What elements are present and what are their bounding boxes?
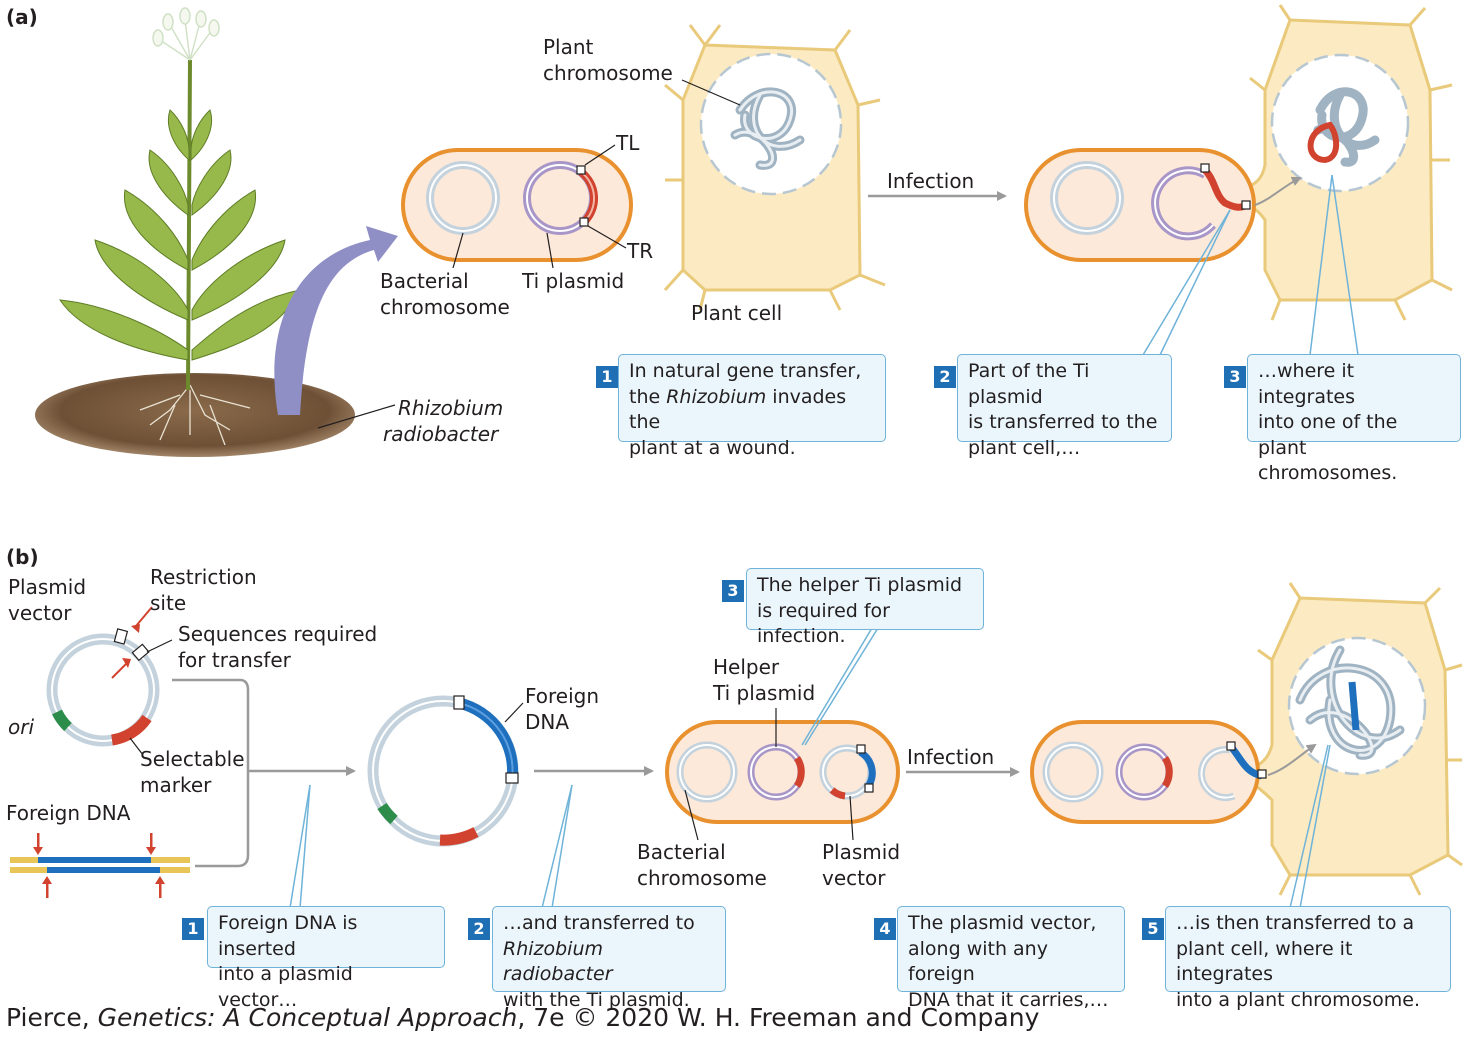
infection-label-a: Infection: [887, 169, 975, 193]
helper-ti-label-line1: Helper: [713, 655, 780, 679]
callout-a2: Part of the Ti plasmid is transferred to…: [957, 354, 1172, 459]
callout-b4-line1: The plasmid vector,: [908, 912, 1097, 934]
callout-b4: The plasmid vector, along with any forei…: [897, 906, 1125, 1011]
callout-b1-line2: into a plasmid vector…: [218, 963, 353, 1011]
bacterial-chromosome-label-a-line1: Bacterial: [380, 269, 469, 293]
sequences-required-label-line2: for transfer: [178, 648, 291, 672]
rhizobium-label-line1: Rhizobium: [398, 396, 504, 420]
callout-a2-line3: plant cell,…: [968, 436, 1081, 459]
sequences-required-label-line1: Sequences required: [178, 622, 378, 646]
callout-a2-line1: Part of the Ti plasmid: [968, 360, 1090, 408]
callout-b5: …is then transferred to a plant cell, wh…: [1165, 906, 1451, 1011]
callout-b5-line3: into a plant chromosome.: [1176, 988, 1421, 1011]
callout-a2-line2: is transferred to the: [968, 411, 1158, 433]
panel-a-label: (a): [6, 5, 38, 29]
plasmid-vector-b-label-line1: Plasmid: [822, 840, 901, 864]
bacterium-b: [665, 708, 900, 841]
callout-b4-line2: along with any foreign: [908, 937, 1048, 986]
plasmid-vector-b-label-line2: vector: [822, 866, 886, 890]
callout-leaders-a: [1142, 174, 1359, 356]
foreign-dna-label-mid-line2: DNA: [525, 710, 570, 734]
recombinant-plasmid: [367, 695, 524, 847]
bacterium-a: [401, 144, 633, 269]
infection-label-b: Infection: [907, 745, 995, 769]
panel-b-label: (b): [6, 545, 39, 569]
callout-b5-line1: …is then transferred to a: [1176, 912, 1415, 934]
callout-a1-line2: the Rhizobium invades the: [629, 385, 847, 434]
plant-chromosome-label-line2: chromosome: [543, 61, 673, 85]
callout-b2-line1: …and transferred to: [503, 912, 695, 934]
step-badge-b2: 2: [468, 918, 490, 940]
bacterial-chromosome-label-b-line2: chromosome: [637, 866, 767, 890]
callout-b2-line3: with the Ti plasmid.: [503, 988, 690, 1011]
callout-b5-line2: plant cell, where it integrates: [1176, 937, 1353, 986]
callout-b4-line3: DNA that it carries,…: [908, 988, 1109, 1011]
step-badge-a2: 2: [934, 366, 956, 388]
callout-a1-line3: plant at a wound.: [629, 436, 796, 459]
foreign-dna-label-left: Foreign DNA: [6, 801, 131, 825]
step-badge-a1: 1: [596, 366, 618, 388]
selectable-marker-label-line1: Selectable: [140, 747, 245, 771]
callout-b3-line1: The helper Ti plasmid: [757, 574, 963, 596]
plasmid-vector-label-line2: vector: [8, 601, 72, 625]
ti-plasmid-label: Ti plasmid: [522, 269, 625, 293]
selectable-marker-label-line2: marker: [140, 773, 212, 797]
restriction-site-label-line2: site: [150, 591, 187, 615]
step-badge-b1: 1: [182, 918, 204, 940]
callout-a3-line1: …where it integrates: [1258, 360, 1356, 408]
rhizobium-label-line2: radiobacter: [383, 422, 499, 446]
infection-scene-b: [1030, 582, 1463, 896]
callout-b2: …and transferred to Rhizobium radiobacte…: [492, 906, 726, 1011]
callout-a1-line1: In natural gene transfer,: [629, 360, 862, 382]
callout-a3: …where it integrates into one of the pla…: [1247, 354, 1461, 484]
plasmid-vector-b: [46, 606, 173, 756]
tl-label: TL: [616, 131, 640, 155]
tobacco-plant-illustration: [35, 7, 355, 457]
bacterial-chromosome-label-a-line2: chromosome: [380, 295, 510, 319]
callout-b2-line2: Rhizobium radiobacter: [503, 937, 613, 986]
step-badge-b3: 3: [722, 580, 744, 602]
callout-leaders-b: [289, 627, 1331, 909]
tr-label: TR: [627, 239, 654, 263]
callout-b1: Foreign DNA is inserted into a plasmid v…: [207, 906, 445, 1011]
plant-cell-label: Plant cell: [691, 301, 783, 325]
credit-line: Pierce, Genetics: A Conceptual Approach,…: [6, 1003, 1040, 1032]
step-badge-a3: 3: [1224, 366, 1246, 388]
infection-scene-a: [1024, 4, 1453, 321]
step-badge-b4: 4: [874, 918, 896, 940]
foreign-dna-fragment: [10, 833, 190, 898]
restriction-site-label-line1: Restriction: [150, 565, 257, 589]
step-badge-b5: 5: [1142, 918, 1164, 940]
callout-b3: The helper Ti plasmid is required for in…: [746, 568, 984, 647]
callout-b3-line2: is required for infection.: [757, 599, 890, 648]
callout-a1: In natural gene transfer, the Rhizobium …: [618, 354, 886, 459]
ori-label: ori: [8, 715, 35, 739]
callout-a3-line3: chromosomes.: [1258, 462, 1398, 484]
plant-cell-a: [663, 24, 886, 311]
foreign-dna-label-mid-line1: Foreign: [525, 684, 600, 708]
plant-chromosome-label-line1: Plant: [543, 35, 594, 59]
plasmid-vector-label-line1: Plasmid: [8, 575, 87, 599]
helper-ti-label-line2: Ti plasmid: [713, 681, 816, 705]
bacterial-chromosome-label-b-line1: Bacterial: [637, 840, 726, 864]
curved-arrow-to-bacterium: [274, 226, 398, 415]
callout-a3-line2: into one of the plant: [1258, 411, 1398, 459]
callout-b1-line1: Foreign DNA is inserted: [218, 912, 358, 960]
